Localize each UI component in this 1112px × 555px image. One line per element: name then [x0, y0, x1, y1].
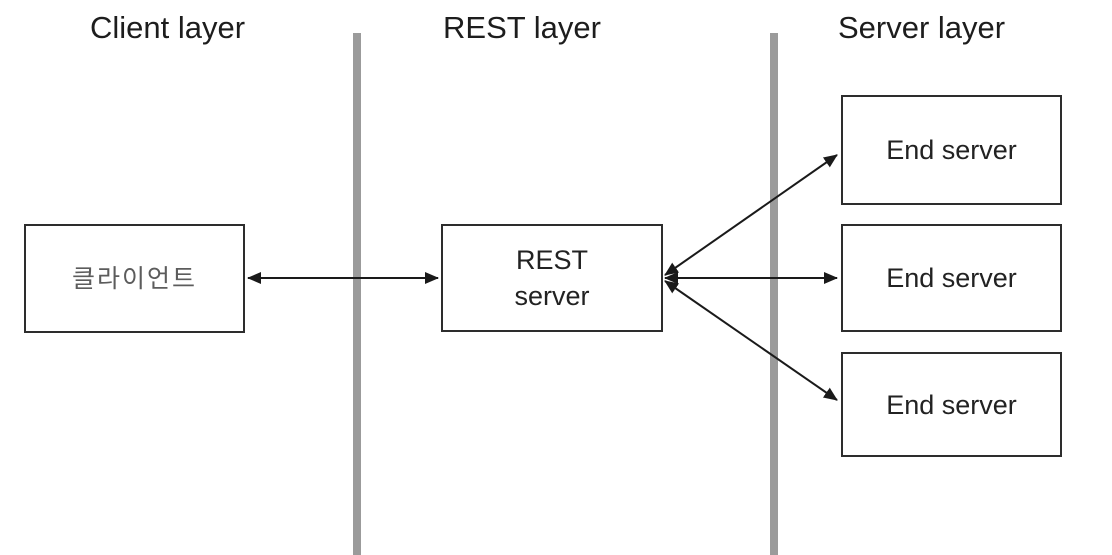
layer-divider-rest-server [770, 33, 778, 555]
layer-title-server: Server layer [838, 10, 1006, 45]
end-server-node-3: End server [841, 352, 1062, 457]
end-server-node-2: End server [841, 224, 1062, 332]
end-server-node-3-label: End server [886, 389, 1017, 420]
rest-server-node-label: REST server [514, 245, 590, 311]
layer-divider-client-rest [353, 33, 361, 555]
end-server-node-1-label: End server [886, 135, 1017, 165]
client-node: 클라이언트 [24, 224, 245, 333]
arrow-rest-endserver-3 [664, 280, 838, 401]
client-node-label: 클라이언트 [71, 264, 197, 293]
layer-title-rest: REST layer [443, 10, 601, 45]
end-server-node-1: End server [841, 95, 1062, 205]
rest-server-node: REST server [441, 224, 663, 332]
end-server-node-2-label: End server [886, 263, 1017, 293]
layer-title-client: Client layer [90, 10, 246, 45]
arrow-rest-endserver-1 [664, 154, 838, 276]
